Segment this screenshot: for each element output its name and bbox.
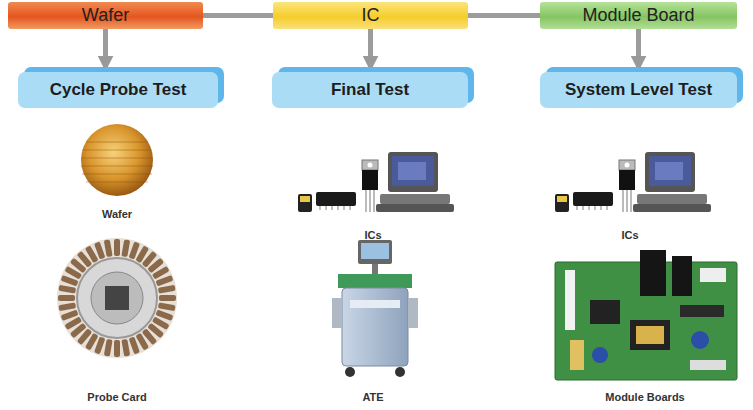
image-caption: ICs — [560, 229, 700, 241]
flow-arrow — [103, 29, 108, 70]
node-label: Cycle Probe Test — [50, 80, 187, 100]
image-caption: ICs — [303, 229, 443, 241]
flow-arrow — [636, 29, 641, 70]
wafer-image — [81, 124, 153, 196]
ic-image — [298, 152, 454, 212]
flow-line — [468, 13, 540, 18]
probe-card-image — [57, 238, 177, 358]
image-caption: ATE — [303, 391, 443, 403]
node-label: Wafer — [82, 5, 129, 26]
image-caption: Wafer — [47, 208, 187, 220]
test-box: Cycle Probe Test — [18, 72, 218, 108]
image-caption: Probe Card — [47, 391, 187, 403]
node-label: Module Board — [582, 5, 694, 26]
node-label: IC — [362, 5, 380, 26]
wafer-dies — [81, 142, 153, 182]
ic-image — [555, 152, 711, 212]
stage-header: Wafer — [8, 2, 203, 29]
flow-arrow — [368, 29, 373, 70]
stage-header: Module Board — [540, 2, 737, 29]
flow-line — [203, 13, 273, 18]
ate-image — [332, 240, 418, 377]
node-label: System Level Test — [565, 80, 712, 100]
stage-header: IC — [273, 2, 468, 29]
module-board-image — [555, 250, 737, 380]
test-box: Final Test — [272, 72, 468, 108]
image-caption: Module Boards — [575, 391, 715, 403]
node-label: Final Test — [331, 80, 409, 100]
test-box: System Level Test — [540, 72, 737, 108]
